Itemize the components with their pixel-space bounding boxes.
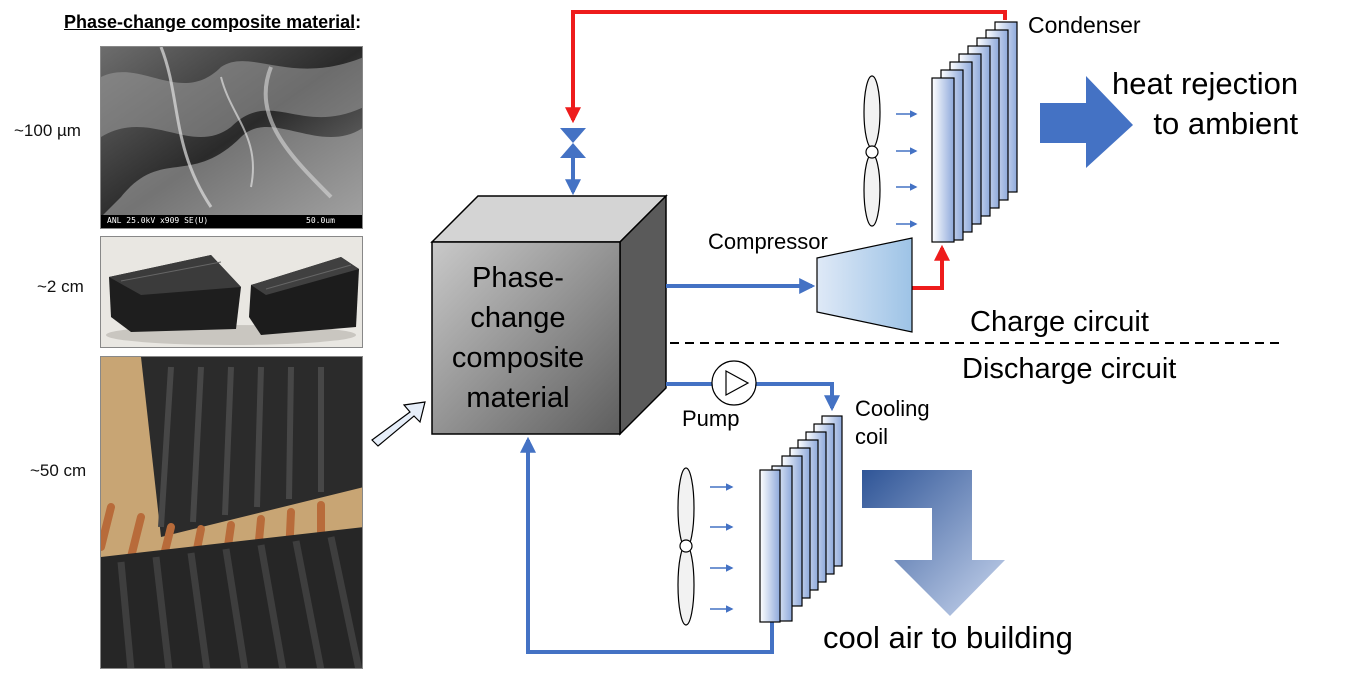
- material-to-storage-arrow: [371, 401, 426, 447]
- heat-rejection-label: heat rejection to ambient: [1112, 66, 1299, 141]
- condenser-airflow-arrows: [896, 110, 918, 228]
- cooling-fan-icon: [677, 467, 695, 626]
- scale-label-micro: ~100 µm: [14, 121, 81, 140]
- refrigerant-line-hot: [565, 10, 1007, 124]
- condenser-icon: [931, 21, 1018, 243]
- scale-label-large: ~50 cm: [30, 461, 87, 480]
- coil-return-line: [520, 436, 774, 654]
- condenser-fan-icon: [863, 75, 881, 227]
- compressor-icon: [816, 237, 913, 333]
- sem-caption-right: 50.0um: [306, 216, 335, 225]
- compressor-label: Compressor: [708, 229, 828, 254]
- sem-micrograph-image: ANL 25.0kV x909 SE(U) 50.0um: [100, 46, 363, 229]
- compressor-outlet-line: [912, 244, 950, 290]
- discharge-circuit-label: Discharge circuit: [962, 353, 1177, 385]
- expansion-valve-icon: [560, 128, 586, 158]
- panel-title: Phase-change composite material:: [64, 12, 362, 32]
- condenser-label: Condenser: [1028, 12, 1141, 38]
- cool-air-label: cool air to building: [823, 620, 1073, 655]
- cooling-coil-label: Cooling coil: [855, 396, 930, 449]
- charge-circuit-label: Charge circuit: [970, 306, 1149, 338]
- cool-air-arrow: [862, 470, 1005, 616]
- phase-change-storage-box: [430, 194, 668, 436]
- module-photo-image: [100, 356, 363, 669]
- scale-label-cm: ~2 cm: [37, 277, 84, 296]
- heat-rejection-arrow: [1040, 76, 1133, 168]
- pump-label: Pump: [682, 406, 740, 431]
- cooling-coil-icon: [759, 415, 843, 623]
- sem-caption-left: ANL 25.0kV x909 SE(U): [107, 216, 209, 225]
- sample-photo-image: [100, 236, 363, 348]
- storage-box-label: Phase- change composite material: [451, 262, 585, 414]
- cooling-airflow-arrows: [710, 483, 734, 613]
